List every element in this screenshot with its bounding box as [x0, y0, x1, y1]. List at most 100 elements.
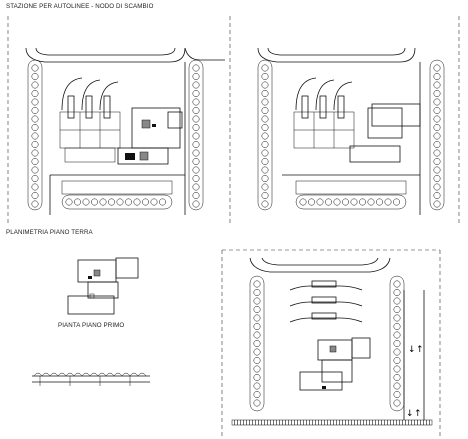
column-marker	[376, 198, 383, 206]
column-marker	[261, 166, 269, 174]
column-marker	[393, 340, 401, 347]
column-marker	[31, 141, 39, 148]
column-marker	[433, 192, 441, 199]
column-marker	[192, 98, 200, 106]
column-marker	[31, 107, 39, 114]
column-marker	[31, 183, 39, 191]
column-marker	[253, 323, 261, 330]
column-marker	[261, 141, 269, 148]
column-marker	[393, 391, 401, 398]
column-marker	[433, 98, 441, 106]
column-marker	[253, 289, 261, 296]
column-marker	[393, 306, 401, 313]
arrow-up-icon: ↑	[416, 345, 424, 355]
column-marker	[316, 198, 324, 206]
bottom-colonnade	[61, 194, 173, 210]
column-marker	[192, 73, 200, 80]
column-marker	[253, 331, 261, 339]
column-marker	[31, 115, 39, 123]
column-marker	[433, 132, 441, 140]
column-marker	[192, 183, 200, 191]
column-marker	[192, 115, 200, 123]
column-marker	[125, 198, 132, 206]
column-marker	[192, 200, 200, 208]
station-building	[64, 107, 183, 165]
site-plan-bottom: ↓ ↑ ↓ ↑	[221, 249, 441, 436]
site-plan-left	[7, 16, 231, 225]
column-marker	[192, 107, 200, 114]
ground-floor-label: PLANIMETRIA PIANO TERRA	[6, 229, 93, 236]
column-marker	[433, 200, 441, 208]
column-marker	[433, 73, 441, 80]
column-marker	[261, 132, 269, 140]
column-marker	[133, 198, 141, 206]
column-marker	[192, 90, 200, 97]
first-floor-label: PIANTA PIANO PRIMO	[58, 322, 125, 329]
column-marker	[192, 175, 200, 182]
column-marker	[192, 149, 200, 157]
column-marker	[253, 348, 261, 356]
column-marker	[192, 166, 200, 174]
column-marker	[253, 297, 261, 305]
road-top-inner	[35, 47, 176, 56]
column-marker	[99, 198, 107, 206]
column-marker	[433, 64, 441, 72]
column-marker	[367, 198, 375, 206]
column-marker	[433, 81, 441, 89]
column-marker	[192, 158, 200, 165]
column-marker	[433, 107, 441, 114]
column-marker	[31, 81, 39, 89]
column-marker	[393, 314, 401, 322]
column-marker	[359, 198, 366, 206]
column-marker	[31, 124, 39, 131]
column-marker	[261, 107, 269, 114]
column-marker	[116, 198, 124, 206]
road-top-curve	[25, 47, 186, 63]
column-marker	[253, 365, 261, 373]
column-marker	[253, 280, 261, 288]
column-marker	[261, 200, 269, 208]
column-marker	[192, 192, 200, 199]
column-marker	[350, 198, 358, 206]
column-marker	[159, 198, 166, 206]
column-marker	[253, 306, 261, 313]
column-marker	[261, 149, 269, 157]
column-marker	[261, 90, 269, 97]
column-marker	[192, 141, 200, 148]
column-marker	[31, 98, 39, 106]
bus-bays	[59, 77, 121, 149]
column-marker	[31, 192, 39, 199]
bottom-colonnade-2	[295, 194, 407, 210]
column-marker	[393, 365, 401, 373]
column-marker	[91, 198, 98, 206]
column-marker	[253, 357, 261, 364]
column-marker	[261, 124, 269, 131]
column-marker	[192, 81, 200, 89]
column-marker	[433, 158, 441, 165]
column-marker	[299, 198, 307, 206]
site-plan-right	[257, 16, 460, 225]
bottom-left-colonnade	[249, 275, 265, 412]
column-marker	[433, 183, 441, 191]
bottom-platform	[61, 180, 173, 195]
column-marker	[433, 90, 441, 97]
column-marker	[393, 331, 401, 339]
column-marker	[108, 198, 115, 206]
bottom-hatched-border	[231, 419, 433, 426]
left-colonnade	[27, 59, 43, 211]
column-marker	[31, 175, 39, 182]
column-marker	[192, 132, 200, 140]
column-marker	[150, 198, 158, 206]
column-marker	[261, 183, 269, 191]
column-marker	[384, 198, 392, 206]
column-marker	[261, 115, 269, 123]
column-marker	[253, 314, 261, 322]
section-strip	[32, 372, 150, 386]
bus-bays-2	[293, 77, 355, 149]
column-marker	[65, 198, 73, 206]
column-marker	[253, 340, 261, 347]
column-marker	[393, 399, 401, 407]
column-marker	[393, 348, 401, 356]
project-title: STAZIONE PER AUTOLINEE - NODO DI SCAMBIO	[6, 3, 154, 10]
